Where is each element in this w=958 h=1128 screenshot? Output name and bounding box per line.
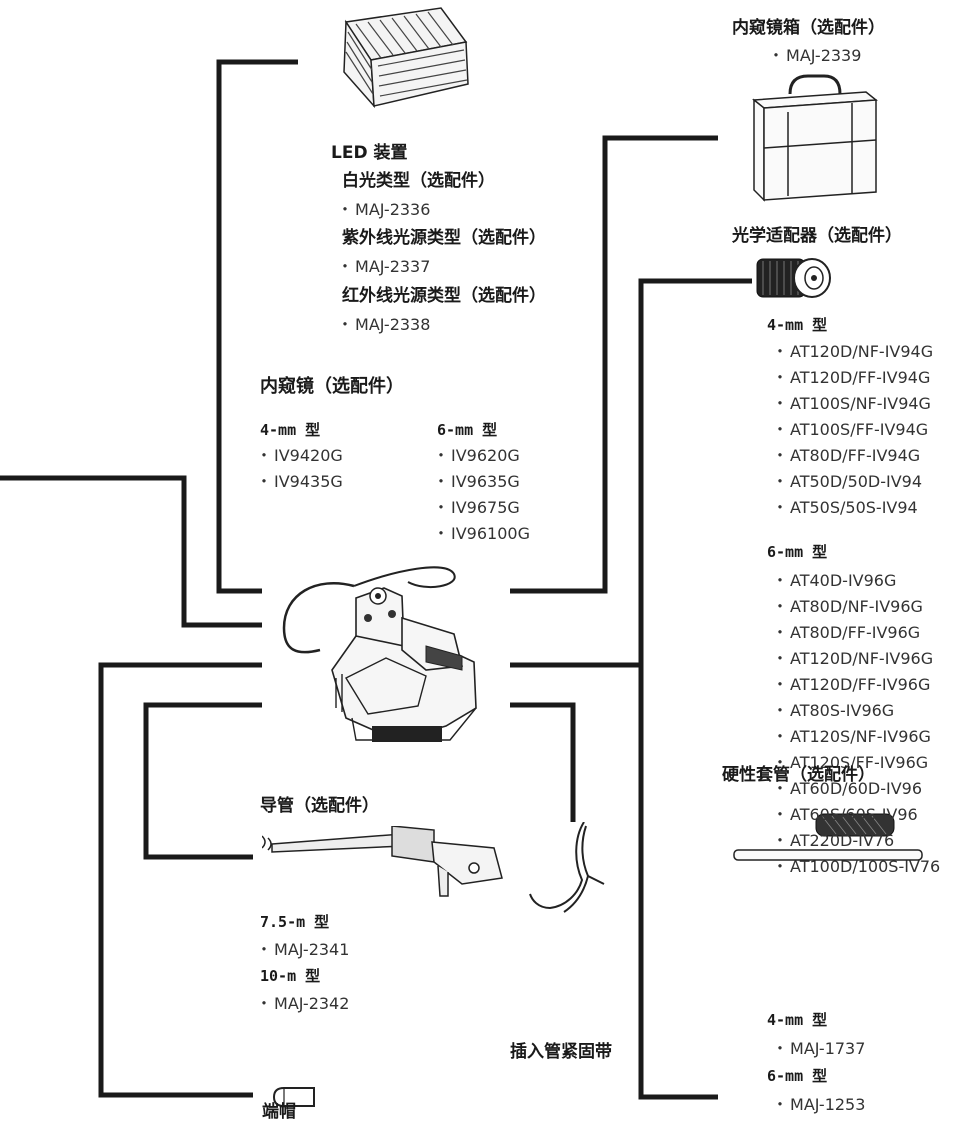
led-white-label: 白光类型（选配件）	[342, 171, 495, 191]
adapter-6mm-item: AT220D-IV76	[772, 833, 894, 849]
scope-6mm-item: IV9675G	[433, 500, 520, 516]
adapter-4mm-item: AT50D/50D-IV94	[772, 474, 922, 490]
insertion-tube-band-image	[529, 822, 605, 913]
adapter-4mm-item: AT100S/NF-IV94G	[772, 396, 931, 412]
adapter-4mm-label: 4-mm 型	[767, 316, 828, 334]
videoscope-main-unit-image	[282, 566, 477, 742]
rigid-sleeve-title: 硬性套管（选配件）	[722, 765, 875, 785]
adapter-4mm-item: AT100S/FF-IV94G	[772, 422, 928, 438]
led-white-item: MAJ-2336	[337, 202, 430, 218]
sleeve-6mm-label: 6-mm 型	[767, 1067, 828, 1085]
guide-10m-item: MAJ-2342	[256, 996, 349, 1012]
led-uv-label: 紫外线光源类型（选配件）	[342, 228, 546, 248]
guide-connector	[143, 702, 262, 860]
adapter-6mm-item: AT120D/FF-IV96G	[772, 677, 930, 693]
sleeve-4mm-label: 4-mm 型	[767, 1011, 828, 1029]
adapter-4mm-item: AT120D/NF-IV94G	[772, 344, 933, 360]
case-title: 内窥镜箱（选配件）	[732, 18, 885, 38]
guide-tube-image	[262, 826, 503, 897]
case-connector	[510, 135, 718, 594]
guide-10m-label: 10-m 型	[260, 967, 321, 985]
adapter-6mm-item: AT80D/FF-IV96G	[772, 625, 920, 641]
guide-75m-label: 7.5-m 型	[260, 913, 330, 931]
adapter-4mm-item: AT80D/FF-IV94G	[772, 448, 920, 464]
adapter-6mm-item: AT80D/NF-IV96G	[772, 599, 923, 615]
scope-title: 内窥镜（选配件）	[260, 376, 404, 397]
scope-4mm-label: 4-mm 型	[260, 421, 321, 439]
optical-adapter-image	[756, 258, 831, 298]
led-connector	[216, 59, 298, 594]
adapter-4mm-item: AT50S/50S-IV94	[772, 500, 918, 516]
sleeve-6mm-item: MAJ-1253	[772, 1097, 865, 1113]
case-item: MAJ-2339	[768, 48, 861, 64]
scope-6mm-item: IV9620G	[433, 448, 520, 464]
insertion-tube-band-title: 插入管紧固带	[510, 1042, 612, 1062]
led-device-title: LED 装置	[331, 143, 408, 163]
led-ir-label: 红外线光源类型（选配件）	[342, 286, 546, 306]
scope-6mm-item: IV96100G	[433, 526, 530, 542]
adapter-6mm-item: AT60S/60S-IV96	[772, 807, 918, 823]
cap-connector	[98, 662, 262, 1098]
adapter-4mm-item: AT120D/FF-IV94G	[772, 370, 930, 386]
guide-tube-title: 导管（选配件）	[260, 796, 379, 816]
adapter-6mm-item: AT120D/NF-IV96G	[772, 651, 933, 667]
led-device-image	[343, 7, 469, 109]
scope-6mm-item: IV9635G	[433, 474, 520, 490]
carrying-case-image	[752, 74, 878, 202]
led-uv-item: MAJ-2337	[337, 259, 430, 275]
adapter-6mm-item: AT40D-IV96G	[772, 573, 896, 589]
adapter-title: 光学适配器（选配件）	[732, 226, 902, 246]
adapter-6mm-item: AT80S-IV96G	[772, 703, 894, 719]
sleeve-4mm-item: MAJ-1737	[772, 1041, 865, 1057]
end-cap-image	[272, 1087, 315, 1107]
scope-4mm-item: IV9435G	[256, 474, 343, 490]
adapter-6mm-label: 6-mm 型	[767, 543, 828, 561]
adapter-connector	[638, 278, 752, 1100]
guide-75m-item: MAJ-2341	[256, 942, 349, 958]
left-edge-connector	[0, 475, 262, 628]
adapter-6mm-item: AT60D/60D-IV96	[772, 781, 922, 797]
band-connector	[510, 702, 576, 822]
end-cap-title: 端帽	[262, 1102, 296, 1122]
adapter-6mm-item: AT100D/100S-IV76	[772, 859, 940, 875]
adapter-6mm-item: AT120S/FF-IV96G	[772, 755, 928, 771]
adapter-6mm-item: AT120S/NF-IV96G	[772, 729, 931, 745]
scope-6mm-label: 6-mm 型	[437, 421, 498, 439]
scope-4mm-item: IV9420G	[256, 448, 343, 464]
led-ir-item: MAJ-2338	[337, 317, 430, 333]
